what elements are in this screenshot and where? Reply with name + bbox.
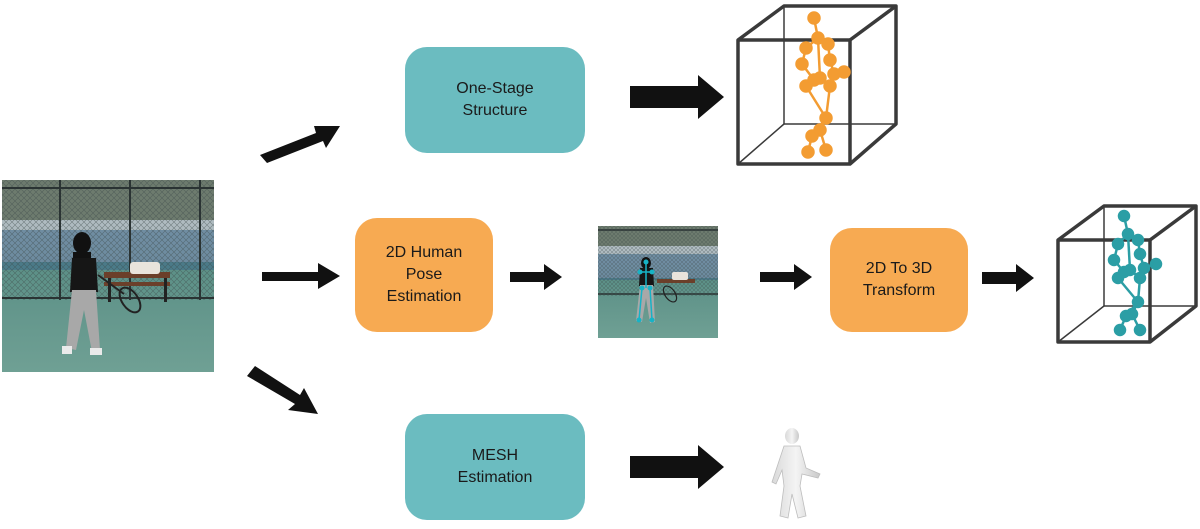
mesh-figure <box>771 428 821 519</box>
output-3d-orange <box>736 4 898 166</box>
arrow-photo-to-transform <box>760 264 812 290</box>
arrow-to-2d-pose <box>262 263 340 289</box>
arrow-2d-pose-to-photo <box>510 264 562 290</box>
arrow-to-one-stage <box>260 126 340 163</box>
pose-photo <box>598 226 718 338</box>
2d-human-pose-estimation-box: 2D Human Pose Estimation <box>355 218 493 332</box>
2d-to-3d-transform-box: 2D To 3D Transform <box>830 228 968 332</box>
one-stage-structure-box: One-Stage Structure <box>405 47 585 153</box>
arrow-mesh-to-figure <box>630 445 724 489</box>
arrow-one-stage-to-3d <box>630 75 724 119</box>
arrow-to-mesh <box>247 366 318 414</box>
mesh-estimation-box: MESH Estimation <box>405 414 585 520</box>
2d-to-3d-transform-label: 2D To 3D Transform <box>862 260 936 299</box>
output-3d-teal <box>1056 204 1198 344</box>
2d-human-pose-estimation-label: 2D Human Pose Estimation <box>385 244 463 305</box>
mesh-estimation-label: MESH Estimation <box>457 447 533 486</box>
arrow-transform-to-3d <box>982 264 1034 292</box>
input-photo <box>2 180 214 372</box>
one-stage-structure-label: One-Stage Structure <box>456 80 534 119</box>
